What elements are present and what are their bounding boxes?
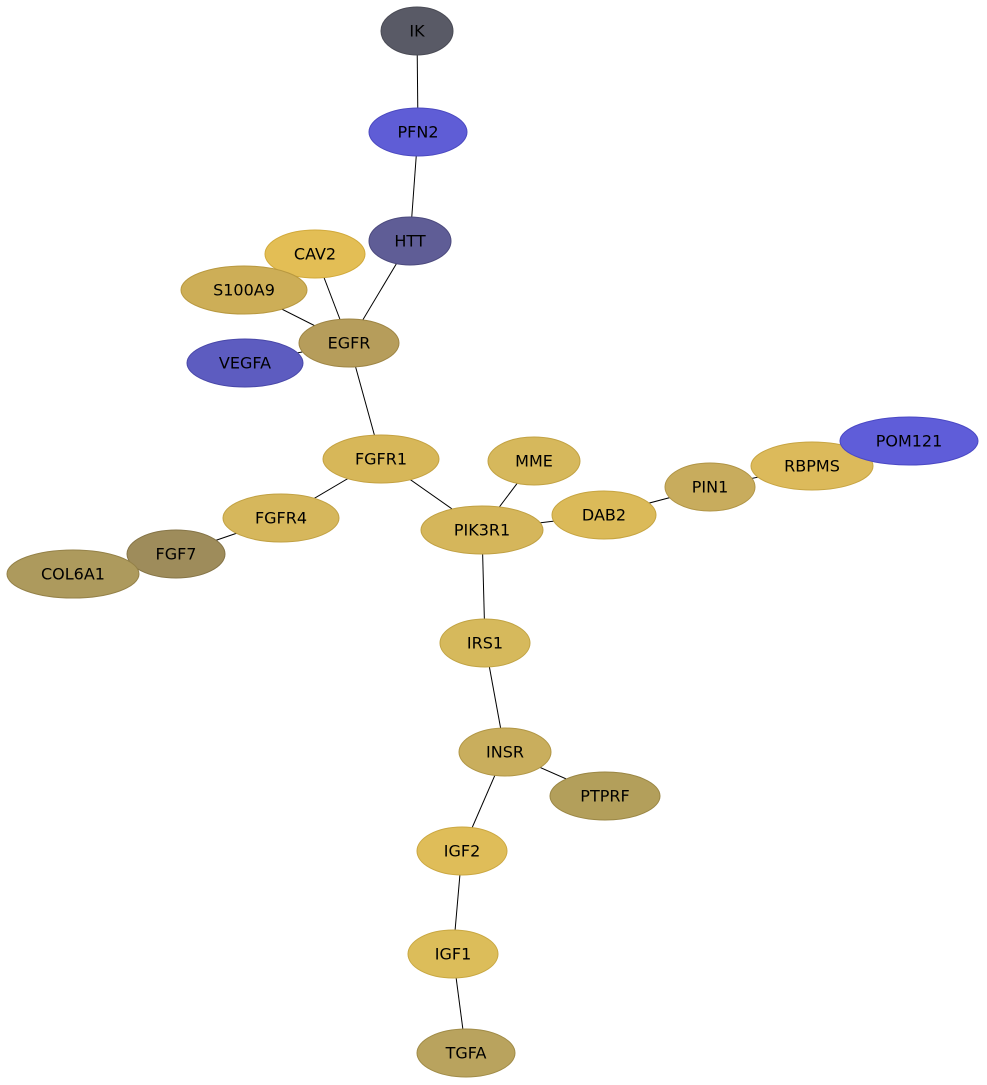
- node-fgf7[interactable]: FGF7: [126, 529, 226, 579]
- node-shape: [839, 416, 979, 466]
- node-label: IK: [409, 22, 425, 41]
- node-pik3r1[interactable]: PIK3R1: [420, 505, 544, 555]
- node-pom121[interactable]: POM121: [839, 416, 979, 466]
- node-label: IRS1: [467, 634, 503, 653]
- node-label: TGFA: [445, 1044, 487, 1063]
- node-shape: [186, 338, 304, 388]
- node-shape: [322, 434, 440, 484]
- node-label: EGFR: [328, 334, 371, 353]
- node-shape: [368, 107, 468, 157]
- node-shape: [264, 229, 366, 279]
- node-shape: [439, 618, 531, 668]
- node-mme[interactable]: MME: [487, 436, 581, 486]
- node-label: POM121: [876, 432, 943, 451]
- node-shape: [380, 6, 454, 56]
- node-dab2[interactable]: DAB2: [551, 490, 657, 540]
- node-shape: [126, 529, 226, 579]
- node-ik[interactable]: IK: [380, 6, 454, 56]
- node-label: FGFR4: [255, 509, 307, 528]
- node-shape: [416, 826, 508, 876]
- node-shape: [407, 929, 499, 979]
- node-col6a1[interactable]: COL6A1: [6, 549, 140, 599]
- node-shape: [222, 493, 340, 543]
- node-shape: [750, 441, 874, 491]
- node-tgfa[interactable]: TGFA: [416, 1028, 516, 1078]
- node-htt[interactable]: HTT: [368, 216, 452, 266]
- node-fgfr1[interactable]: FGFR1: [322, 434, 440, 484]
- node-shape: [664, 462, 756, 512]
- node-label: S100A9: [213, 281, 275, 300]
- node-insr[interactable]: INSR: [458, 727, 552, 777]
- node-label: COL6A1: [41, 565, 105, 584]
- node-shape: [458, 727, 552, 777]
- node-label: RBPMS: [784, 457, 840, 476]
- node-label: INSR: [486, 743, 524, 762]
- node-shape: [6, 549, 140, 599]
- node-label: FGFR1: [355, 450, 407, 469]
- node-pfn2[interactable]: PFN2: [368, 107, 468, 157]
- node-shape: [298, 318, 400, 368]
- node-shape: [420, 505, 544, 555]
- node-label: VEGFA: [219, 354, 271, 373]
- node-label: IGF1: [435, 945, 472, 964]
- node-label: PIN1: [692, 478, 729, 497]
- node-shape: [416, 1028, 516, 1078]
- node-label: IGF2: [444, 842, 481, 861]
- node-shape: [368, 216, 452, 266]
- node-label: PTPRF: [580, 787, 629, 806]
- node-ptprf[interactable]: PTPRF: [549, 771, 661, 821]
- node-fgfr4[interactable]: FGFR4: [222, 493, 340, 543]
- node-s100a9[interactable]: S100A9: [180, 265, 308, 315]
- node-vegfa[interactable]: VEGFA: [186, 338, 304, 388]
- node-irs1[interactable]: IRS1: [439, 618, 531, 668]
- node-shape: [180, 265, 308, 315]
- node-igf1[interactable]: IGF1: [407, 929, 499, 979]
- node-cav2[interactable]: CAV2: [264, 229, 366, 279]
- node-label: PFN2: [398, 123, 439, 142]
- node-label: FGF7: [156, 545, 197, 564]
- node-shape: [549, 771, 661, 821]
- node-label: MME: [515, 452, 553, 471]
- node-igf2[interactable]: IGF2: [416, 826, 508, 876]
- node-rbpms[interactable]: RBPMS: [750, 441, 874, 491]
- node-label: DAB2: [582, 506, 626, 525]
- node-label: HTT: [394, 232, 426, 251]
- node-shape: [551, 490, 657, 540]
- node-shape: [487, 436, 581, 486]
- node-egfr[interactable]: EGFR: [298, 318, 400, 368]
- node-label: PIK3R1: [454, 521, 510, 540]
- node-pin1[interactable]: PIN1: [664, 462, 756, 512]
- node-label: CAV2: [294, 245, 336, 264]
